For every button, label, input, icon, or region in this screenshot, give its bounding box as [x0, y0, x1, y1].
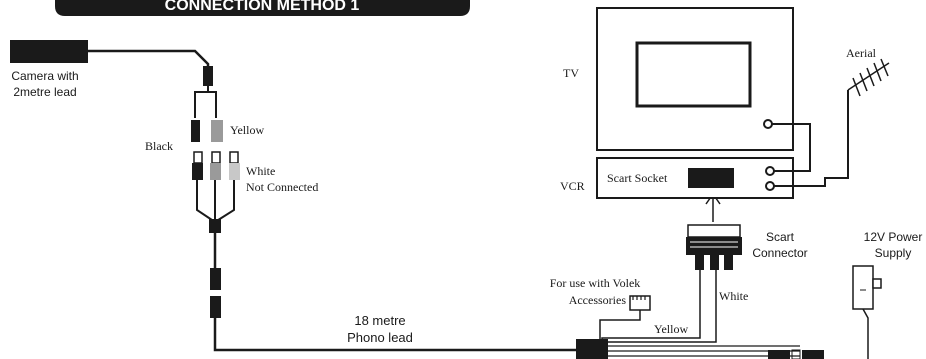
scart-phono-1	[695, 255, 704, 270]
scart-connector-label-line1: Scart	[766, 230, 795, 244]
tv-vcr-rf-cable	[772, 123, 811, 172]
power-supply-cable	[862, 308, 869, 359]
black-label: Black	[145, 139, 173, 153]
power-supply-icon	[852, 265, 882, 359]
tv-aerial-input	[763, 119, 773, 129]
black-socket-tip	[193, 151, 203, 164]
power-label-line2: Supply	[875, 246, 912, 260]
accessories-wire	[599, 310, 641, 341]
power-plug-left	[768, 350, 790, 359]
scart-connector-top	[687, 224, 741, 238]
yellow-socket-tip	[211, 151, 221, 164]
power-supply-body	[852, 265, 874, 310]
power-plug-right	[802, 350, 824, 359]
phono-lead-label-line2: Phono lead	[347, 330, 413, 345]
phono-lead	[213, 318, 578, 352]
yellow-wire	[601, 268, 701, 341]
power-plug-mid	[791, 349, 801, 359]
splitter-boot	[203, 66, 213, 86]
socket-junction	[209, 219, 221, 233]
splitter-wires	[194, 86, 217, 118]
tv-label: TV	[563, 66, 579, 80]
yellow-label: Yellow	[230, 123, 264, 137]
white-wire	[606, 268, 717, 343]
scart-connector	[686, 224, 742, 270]
accessories-socket	[599, 295, 651, 341]
white-socket-tip	[229, 151, 239, 164]
yellow-wire-label: Yellow	[654, 322, 688, 336]
white-wire-label: White	[719, 289, 748, 303]
white-socket	[229, 163, 240, 180]
junction-block	[576, 339, 608, 359]
vcr-rf-in	[765, 181, 775, 191]
aerial-label: Aerial	[846, 46, 877, 60]
accessories-label-line1: For use with Volek	[550, 276, 641, 290]
camera-body	[10, 40, 88, 63]
scart-connector-ribs	[690, 241, 738, 248]
tv	[596, 7, 794, 151]
camera-label-line2: 2metre lead	[13, 85, 76, 99]
vcr-rf-out	[765, 166, 775, 176]
scart-connector-body	[686, 237, 742, 255]
scart-socket	[688, 168, 734, 188]
power-label-line1: 12V Power	[864, 230, 923, 244]
black-socket	[192, 163, 203, 180]
yellow-socket	[210, 163, 221, 180]
camera: Camera with 2metre lead	[10, 40, 210, 99]
inline-plug-top	[210, 268, 221, 290]
yellow-plug	[211, 120, 223, 142]
inline-plug-bottom	[210, 296, 221, 318]
scart-socket-label: Scart Socket	[607, 171, 668, 185]
scart-phono-2	[710, 255, 719, 270]
phono-sockets	[192, 151, 578, 352]
power-supply-prongs	[872, 278, 882, 289]
vcr	[596, 157, 794, 199]
aerial-cable	[774, 90, 849, 187]
banner-title: CONNECTION METHOD 1	[165, 0, 360, 14]
not-connected-label: Not Connected	[246, 180, 318, 194]
camera-lead	[88, 49, 210, 72]
aerial-icon	[847, 58, 890, 97]
vcr-label: VCR	[560, 179, 585, 193]
socket-wires	[196, 180, 235, 223]
tv-screen	[635, 41, 752, 108]
scart-phono-3	[724, 255, 733, 270]
black-plug	[191, 120, 200, 142]
accessories-pins	[632, 296, 646, 300]
title-banner: CONNECTION METHOD 1	[55, 0, 470, 16]
camera-label-line1: Camera with	[11, 69, 78, 83]
phono-lead-label-line1: 18 metre	[354, 313, 405, 328]
camera-splitter	[191, 66, 223, 142]
white-label: White	[246, 164, 275, 178]
scart-connector-label-line2: Connector	[752, 246, 807, 260]
accessories-label-line2: Accessories	[569, 293, 627, 307]
junction-box	[576, 339, 824, 359]
